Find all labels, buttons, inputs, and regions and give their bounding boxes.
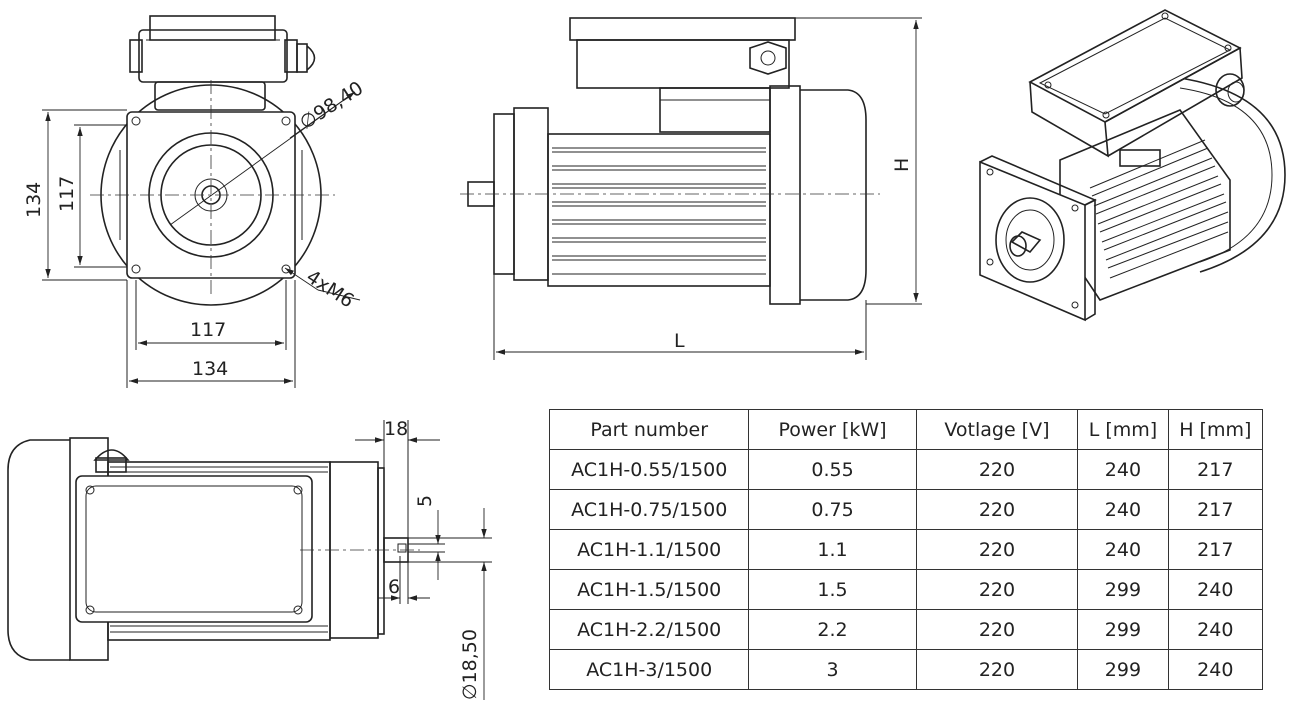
table-header-row: Part number Power [kW] Votlage [V] L [mm… xyxy=(548,409,1264,450)
table-row: AC1H-1.1/1500 1.1 220 240 217 xyxy=(548,529,1264,570)
cell-height: 217 xyxy=(1167,529,1264,570)
table-row: AC1H-0.55/1500 0.55 220 240 217 xyxy=(548,449,1264,490)
cell-voltage: 220 xyxy=(915,609,1079,650)
cell-length: 299 xyxy=(1077,569,1169,610)
cell-power: 3 xyxy=(748,649,917,690)
cell-height: 240 xyxy=(1167,569,1264,610)
table-row: AC1H-0.75/1500 0.75 220 240 217 xyxy=(548,489,1264,530)
header-length: L [mm] xyxy=(1077,409,1169,450)
cell-length: 299 xyxy=(1077,649,1169,690)
side-length-label: L xyxy=(674,330,685,352)
isometric-view xyxy=(979,9,1286,322)
cell-power: 0.55 xyxy=(748,449,917,490)
cell-voltage: 220 xyxy=(915,489,1079,530)
front-height-outer-label: 134 xyxy=(23,182,45,218)
bolt-circle-diameter-label: ∅98,40 xyxy=(296,77,367,134)
front-width-outer-label: 134 xyxy=(192,358,228,380)
header-height: H [mm] xyxy=(1167,409,1264,450)
front-width-inner-label: 117 xyxy=(190,319,226,341)
table-row: AC1H-3/1500 3 220 299 240 xyxy=(548,649,1264,690)
header-power: Power [kW] xyxy=(748,409,917,450)
shaft-length-label: 18 xyxy=(384,418,408,440)
cell-voltage: 220 xyxy=(915,529,1079,570)
cell-voltage: 220 xyxy=(915,649,1079,690)
cell-part-number: AC1H-0.75/1500 xyxy=(548,489,750,530)
cell-height: 240 xyxy=(1167,649,1264,690)
header-part-number: Part number xyxy=(548,409,750,450)
cell-length: 240 xyxy=(1077,449,1169,490)
specifications-table: Part number Power [kW] Votlage [V] L [mm… xyxy=(548,409,1264,690)
front-view: ∅98,40 4xM6 134 117 117 134 xyxy=(23,15,367,388)
key-width-label: 5 xyxy=(414,495,436,507)
cell-part-number: AC1H-3/1500 xyxy=(548,649,750,690)
cell-part-number: AC1H-1.1/1500 xyxy=(548,529,750,570)
side-height-label: H xyxy=(891,158,913,172)
top-view: 18 5 6 ∅18,50 xyxy=(7,418,492,700)
cell-height: 217 xyxy=(1167,449,1264,490)
front-height-inner-label: 117 xyxy=(56,176,78,212)
cell-power: 1.5 xyxy=(748,569,917,610)
mounting-holes-label: 4xM6 xyxy=(302,266,357,313)
cell-power: 2.2 xyxy=(748,609,917,650)
cell-length: 240 xyxy=(1077,529,1169,570)
cell-height: 240 xyxy=(1167,609,1264,650)
cell-power: 0.75 xyxy=(748,489,917,530)
header-voltage: Votlage [V] xyxy=(915,409,1079,450)
cell-length: 240 xyxy=(1077,489,1169,530)
key-depth-label: 6 xyxy=(388,576,400,598)
side-view: H L xyxy=(460,17,922,360)
cell-part-number: AC1H-2.2/1500 xyxy=(548,609,750,650)
shaft-diameter-label: ∅18,50 xyxy=(459,629,481,700)
cell-power: 1.1 xyxy=(748,529,917,570)
cell-voltage: 220 xyxy=(915,569,1079,610)
cell-voltage: 220 xyxy=(915,449,1079,490)
cell-length: 299 xyxy=(1077,609,1169,650)
cell-part-number: AC1H-0.55/1500 xyxy=(548,449,750,490)
cell-part-number: AC1H-1.5/1500 xyxy=(548,569,750,610)
table-row: AC1H-1.5/1500 1.5 220 299 240 xyxy=(548,569,1264,610)
cell-height: 217 xyxy=(1167,489,1264,530)
table-row: AC1H-2.2/1500 2.2 220 299 240 xyxy=(548,609,1264,650)
